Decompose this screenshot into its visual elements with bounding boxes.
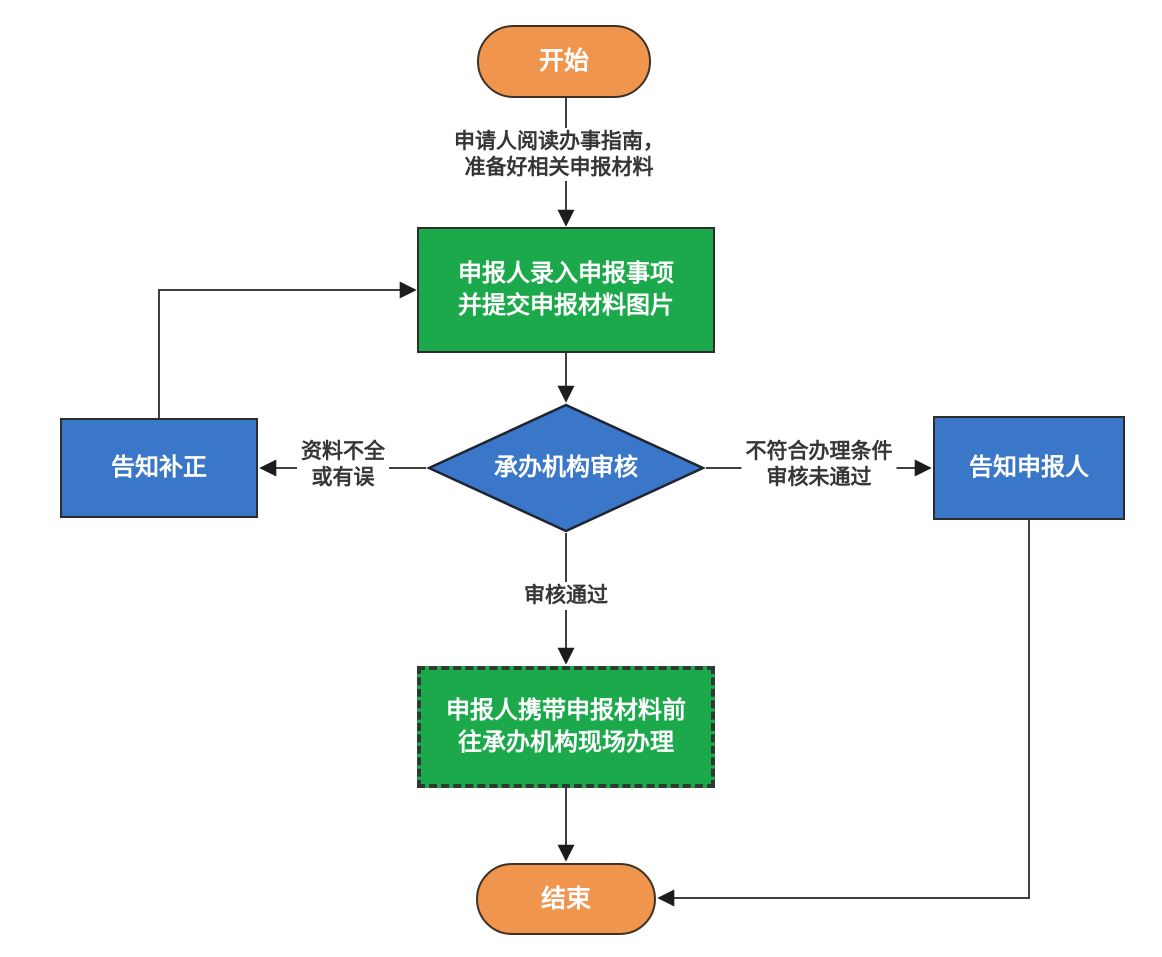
edge-label-prepare: 申请人阅读办事指南， 准备好相关申报材料: [450, 128, 668, 182]
node-onsite: 申报人携带申报材料前 往承办机构现场办理: [417, 666, 715, 788]
node-review-label: 承办机构审核: [494, 454, 638, 482]
node-review: 承办机构审核: [426, 403, 706, 533]
node-start-label: 开始: [538, 47, 589, 75]
node-end-label: 结束: [540, 884, 591, 913]
edge-correction-to-entry: [158, 281, 417, 418]
edge-label-rejected: 不符合办理条件 审核未通过: [741, 438, 897, 492]
node-entry: 申报人录入申报事项 并提交申报材料图片: [417, 227, 715, 353]
node-end: 结束: [476, 863, 656, 935]
edge-label-approved: 审核通过: [520, 582, 612, 610]
node-onsite-label: 申报人携带申报材料前 往承办机构现场办理: [446, 697, 686, 756]
edge-label-incomplete: 资料不全 或有误: [297, 438, 389, 492]
node-notify-applicant: 告知申报人: [933, 416, 1125, 520]
node-notify-applicant-label: 告知申报人: [969, 454, 1089, 482]
node-entry-label: 申报人录入申报事项 并提交申报材料图片: [458, 260, 674, 319]
node-start: 开始: [477, 25, 651, 98]
edge-applicant-to-end: [657, 520, 1030, 907]
node-notify-correction: 告知补正: [60, 418, 258, 518]
node-notify-correction-label: 告知补正: [111, 454, 207, 482]
diamond-shape: [426, 403, 706, 533]
